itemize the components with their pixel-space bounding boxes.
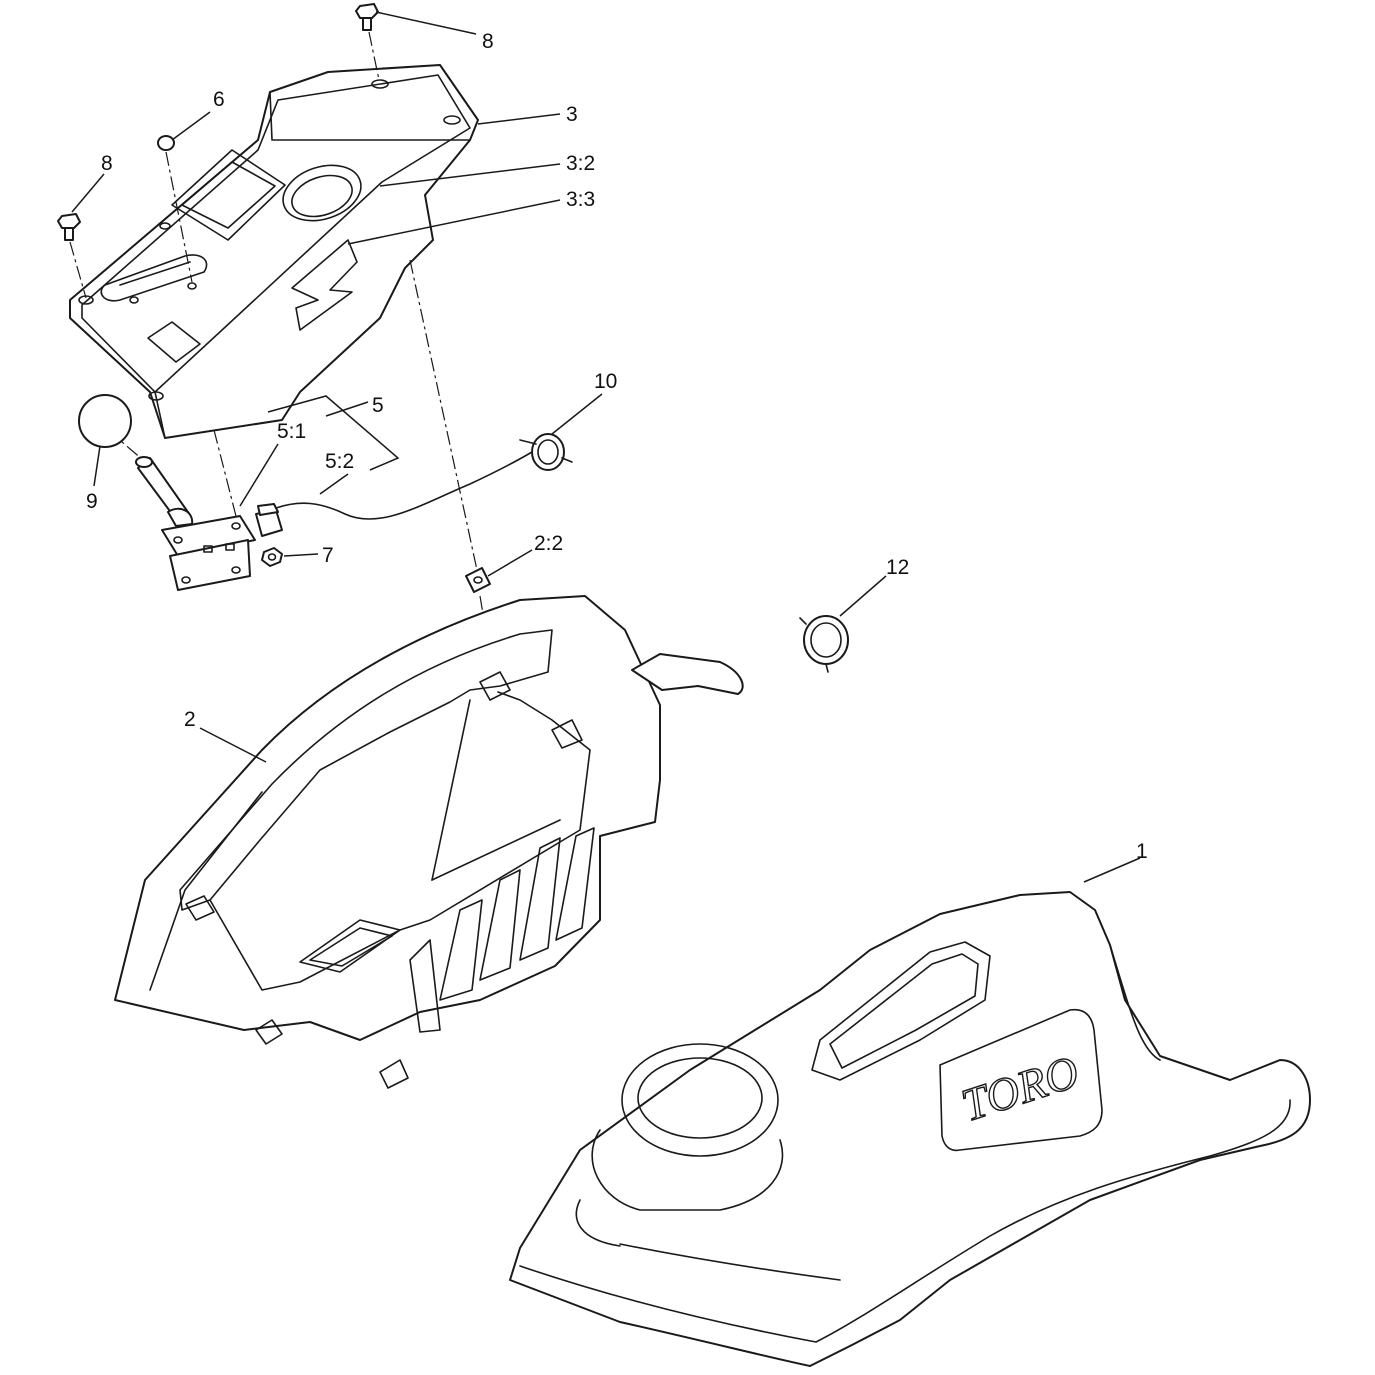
callout-9: 9: [86, 490, 98, 513]
push-nut: [157, 135, 175, 151]
hex-nut: [261, 547, 283, 567]
callout-10: 10: [594, 370, 617, 393]
cover-lever-slot: [100, 254, 208, 302]
decal-3-3: [291, 239, 358, 331]
console-housing: [114, 595, 744, 1089]
callout-5-2: 5:2: [325, 450, 354, 473]
bolt-left: [57, 213, 81, 241]
shroud-window: [811, 941, 991, 1081]
callout-3-3: 3:3: [566, 188, 595, 211]
shroud-cup: [621, 1043, 779, 1157]
callout-3: 3: [566, 103, 578, 126]
console-shroud: [509, 891, 1311, 1367]
callout-1: 1: [1136, 840, 1148, 863]
cover-round-opening: [282, 164, 362, 222]
callout-3-2: 3:2: [566, 152, 595, 175]
logo-panel: [939, 1008, 1103, 1152]
housing-vents: [409, 827, 595, 1033]
callout-8-left: 8: [101, 152, 113, 175]
grommet: [799, 615, 849, 673]
housing-front-cutout: [299, 919, 401, 973]
bolt-top: [355, 3, 379, 31]
leader-lines: [71, 11, 1141, 883]
callout-2-2: 2:2: [534, 532, 563, 555]
control-lever: [135, 456, 283, 591]
callout-6: 6: [213, 88, 225, 111]
callout-labels: 8 3 3:2 3:3 6 8 5 5:1 5:2 10 9 7 2:2 12 …: [86, 30, 1148, 863]
callout-5-1: 5:1: [277, 420, 306, 443]
callout-8-top: 8: [482, 30, 494, 53]
knob: [78, 394, 132, 448]
cover-square-opening: [171, 149, 286, 241]
speed-nut: [465, 567, 491, 593]
callout-12: 12: [886, 556, 909, 579]
cable-5-2: [275, 451, 533, 520]
console-cover-plate: [69, 64, 479, 439]
callout-2: 2: [184, 708, 196, 731]
callout-7: 7: [322, 544, 334, 567]
cable-clip: [519, 433, 573, 471]
callout-5: 5: [372, 394, 384, 417]
